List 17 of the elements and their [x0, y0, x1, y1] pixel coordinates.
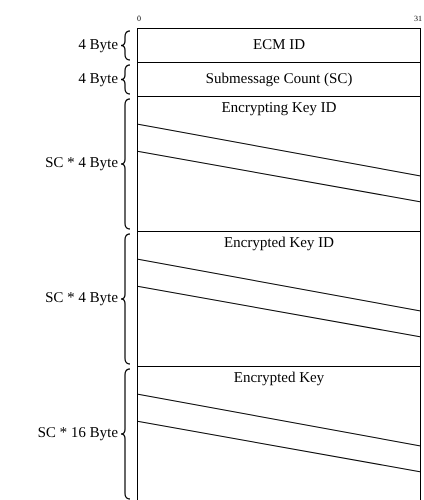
bit-index: 31: [414, 14, 422, 23]
field-row: [137, 28, 421, 63]
size-label: 4 Byte: [78, 70, 118, 88]
variable-field-block: [137, 96, 421, 232]
field-row: [137, 62, 421, 97]
field-name: Encrypted Key ID: [223, 235, 335, 252]
size-label: 4 Byte: [78, 36, 118, 54]
size-label: SC * 16 Byte: [38, 425, 118, 442]
size-label: SC * 4 Byte: [45, 290, 118, 307]
field-name: Submessage Count (SC): [204, 70, 354, 88]
variable-field-block: [137, 366, 421, 500]
field-name: ECM ID: [252, 36, 306, 54]
field-name: Encrypted Key: [232, 370, 326, 387]
field-name: Encrypting Key ID: [220, 100, 338, 117]
bit-index: 0: [137, 14, 141, 23]
variable-field-block: [137, 231, 421, 367]
size-label: SC * 4 Byte: [45, 155, 118, 172]
